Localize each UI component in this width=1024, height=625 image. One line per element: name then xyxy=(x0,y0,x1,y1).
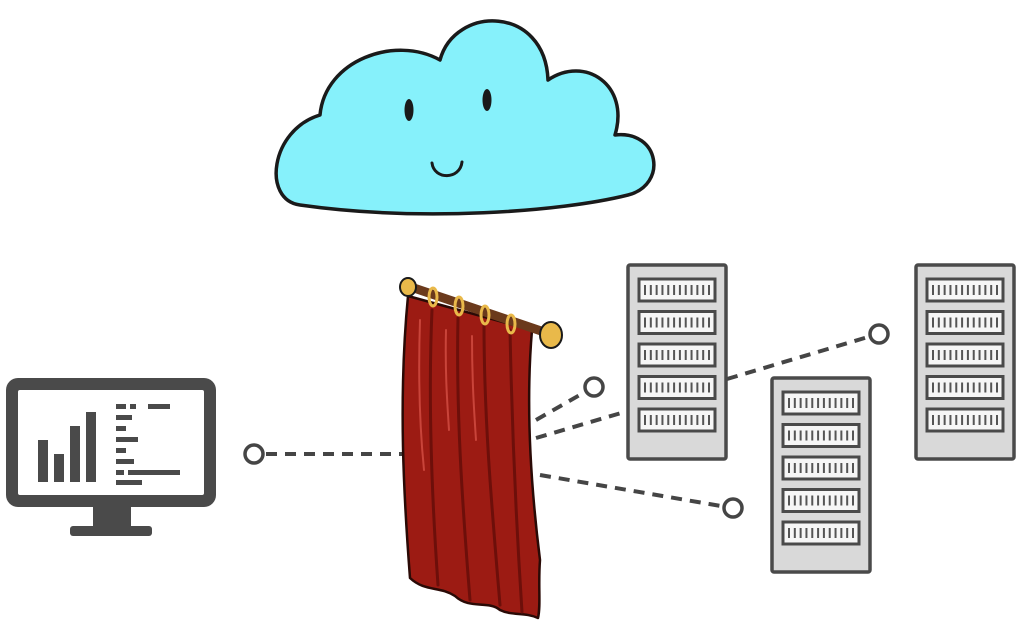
server-rack-icon xyxy=(626,263,728,461)
curtain-highlights xyxy=(418,319,477,471)
connector-server-a-to-node-b xyxy=(726,335,869,381)
server-drive-bay xyxy=(925,407,1005,433)
server-rack-icon xyxy=(914,263,1016,461)
server-drive-bay xyxy=(781,455,861,481)
server-drive-bay xyxy=(637,342,717,368)
cloud-smile xyxy=(430,160,464,178)
server-drive-bay xyxy=(637,277,717,303)
server-drive-bay xyxy=(781,488,861,513)
monitor-base xyxy=(70,526,152,536)
server-drive-bay xyxy=(637,310,717,335)
curtain-icon xyxy=(399,277,563,620)
connector-node-c xyxy=(722,497,744,519)
monitor-bar xyxy=(38,440,48,482)
server-drive-bay xyxy=(637,407,717,433)
connector-curtain-to-node-c xyxy=(539,473,722,508)
connector-curtain-to-node-a xyxy=(535,390,586,422)
curtain-folds xyxy=(428,308,524,614)
curtain-rings xyxy=(427,286,517,335)
dashboard-monitor-icon xyxy=(6,378,216,536)
monitor-screen xyxy=(18,390,204,495)
connector-node-monitor xyxy=(243,443,265,465)
monitor-bar xyxy=(54,454,64,482)
monitor-text-lines xyxy=(116,404,180,485)
connector-curtain-to-server-a xyxy=(535,409,629,440)
server-drive-bay xyxy=(925,277,1005,303)
monitor-bar xyxy=(70,426,80,482)
curtain-fabric xyxy=(401,294,542,620)
server-drive-bay xyxy=(925,342,1005,368)
cloud-right-eye xyxy=(482,89,492,111)
server-drive-bay xyxy=(781,423,861,448)
curtain-rod-left-finial xyxy=(399,277,417,297)
monitor-bar xyxy=(86,412,96,482)
server-drive-bay xyxy=(637,375,717,400)
connector-node-b xyxy=(868,323,890,345)
server-rack-icon xyxy=(770,376,872,574)
server-drive-bay xyxy=(781,520,861,546)
server-drive-bay xyxy=(925,375,1005,400)
smiling-cloud-icon xyxy=(274,19,656,216)
monitor-bar-chart xyxy=(38,412,96,482)
monitor-neck xyxy=(93,507,131,528)
curtain-rod-right-finial xyxy=(539,321,563,349)
connector-lines xyxy=(266,335,869,508)
server-drive-bay xyxy=(781,390,861,416)
server-drive-bay xyxy=(925,310,1005,335)
connector-node-a xyxy=(583,376,605,398)
cloud-body xyxy=(274,19,656,216)
cloud-left-eye xyxy=(404,99,414,121)
curtain-rod xyxy=(403,281,555,339)
